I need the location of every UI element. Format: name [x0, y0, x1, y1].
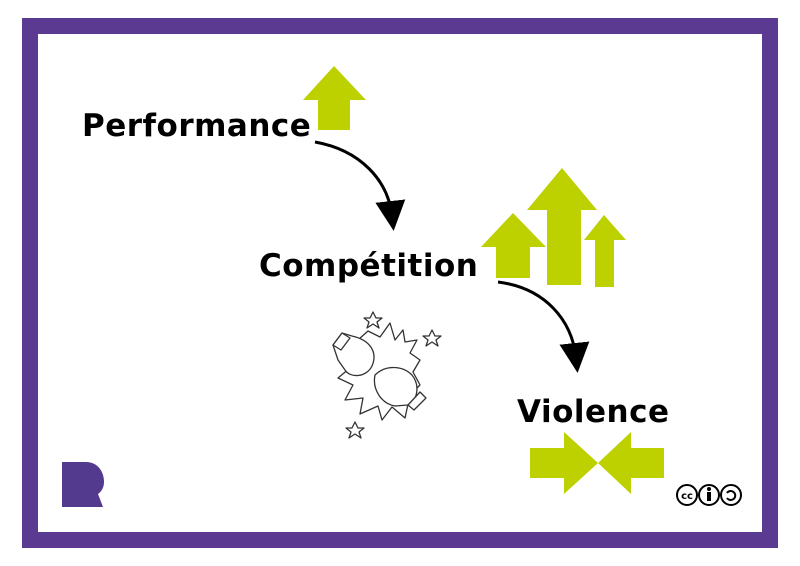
- up-arrow-icon: [527, 168, 597, 285]
- edge-performance-competition: [314, 140, 406, 231]
- node-violence: Violence: [517, 394, 670, 430]
- right-arrow-icon: [530, 432, 598, 494]
- card-frame: [22, 18, 778, 548]
- svg-text:cc: cc: [681, 491, 693, 502]
- up-arrow-icon: [584, 215, 626, 287]
- boxing-gloves-illustration: [332, 311, 442, 439]
- cc-by-sa-license-icon: cc: [676, 484, 742, 506]
- left-arrow-icon: [598, 432, 664, 494]
- up-arrow-icon: [481, 213, 546, 278]
- up-arrow-icon: [303, 66, 366, 130]
- edge-competition-violence: [497, 280, 590, 373]
- node-performance: Performance: [82, 108, 312, 144]
- node-competition: Compétition: [259, 248, 479, 284]
- brand-logo: [62, 462, 104, 507]
